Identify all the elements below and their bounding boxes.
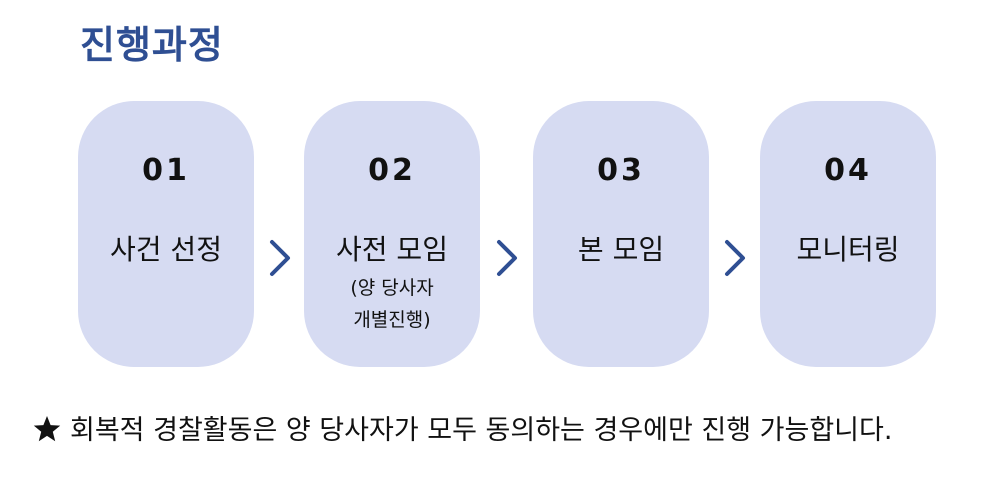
step-label: 사건 선정 [110,233,222,266]
step-card-2: 02 사전 모임 (양 당사자 개별진행) [304,101,480,367]
step-number: 03 [597,153,645,188]
step-label: 사전 모임 [336,233,448,266]
chevron-right-icon [270,240,290,276]
step-number: 01 [142,153,190,188]
chevron-right-icon [725,240,745,276]
step-note: (양 당사자 개별진행) [350,277,434,331]
chevron-right-icon [497,240,517,276]
step-label: 본 모임 [577,233,665,266]
consent-note: 회복적 경찰활동은 양 당사자가 모두 동의하는 경우에만 진행 가능합니다. [32,408,892,447]
step-label: 모니터링 [796,233,900,266]
step-card-4: 04 모니터링 [760,101,936,367]
consent-note-text: 회복적 경찰활동은 양 당사자가 모두 동의하는 경우에만 진행 가능합니다. [70,415,893,446]
step-card-3: 03 본 모임 [533,101,709,367]
step-number: 02 [368,153,416,188]
star-icon [33,416,61,442]
step-card-1: 01 사건 선정 [78,101,254,367]
process-title: 진행과정 [80,23,224,67]
step-number: 04 [824,153,872,188]
